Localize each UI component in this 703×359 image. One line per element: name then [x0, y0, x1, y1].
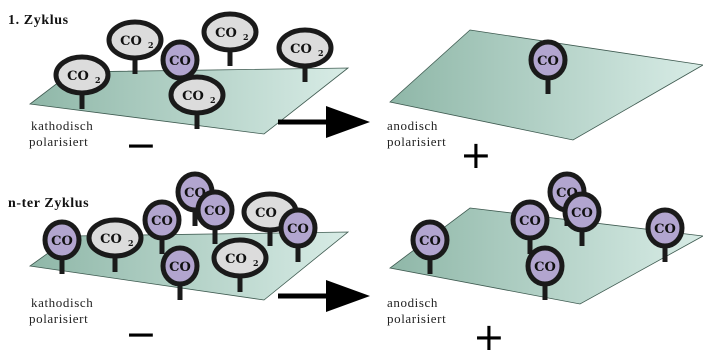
molecule-formula: CO — [287, 222, 309, 237]
right-arrow-icon — [278, 280, 370, 312]
co-molecule-icon: CO — [525, 245, 565, 300]
molecule-formula: CO — [100, 232, 122, 247]
co-molecule-icon: CO — [42, 219, 82, 274]
co2-molecule-icon: CO 2 — [106, 19, 164, 74]
co-molecule-icon: CO — [142, 199, 182, 254]
molecule-formula: CO — [225, 252, 247, 267]
co2-molecule-icon: CO 2 — [211, 237, 269, 292]
molecule-formula: CO — [204, 204, 226, 219]
molecule-subscript: 2 — [253, 258, 259, 268]
molecule-subscript: 2 — [148, 40, 154, 50]
polarization-label: anodisch — [387, 295, 439, 310]
minus-sign: − — [125, 312, 157, 356]
molecule-formula: CO — [51, 234, 73, 249]
molecule-formula: CO — [290, 42, 312, 57]
molecule-formula: CO — [534, 260, 556, 275]
co2-molecule-icon: CO 2 — [201, 11, 259, 66]
minus-sign: − — [125, 123, 157, 167]
co-molecule-icon: CO — [410, 219, 450, 274]
co-molecule-icon: CO — [278, 207, 318, 262]
co2-molecule-icon: CO 2 — [86, 217, 144, 272]
plus-sign: + — [473, 315, 505, 359]
polarization-label: anodisch — [387, 118, 439, 133]
molecule-formula: CO — [151, 214, 173, 229]
co-molecule-icon: CO — [562, 191, 602, 246]
co2-molecule-icon: CO 2 — [276, 27, 334, 82]
molecule-subscript: 2 — [95, 75, 101, 85]
polarization-label: polarisiert — [29, 134, 89, 149]
co2-molecule-icon: CO 2 — [168, 74, 226, 129]
polarization-label: kathodisch — [31, 295, 94, 310]
co-molecule-icon: CO — [160, 245, 200, 300]
molecule-subscript: 2 — [210, 95, 216, 105]
molecule-formula: CO — [537, 54, 559, 69]
molecule-formula: CO — [169, 54, 191, 69]
molecule-subscript: 2 — [318, 48, 324, 58]
co-molecule-icon: CO — [195, 189, 235, 244]
molecule-formula: CO — [215, 26, 237, 41]
row-title: n-ter Zyklus — [8, 196, 90, 211]
co-molecule-icon: CO — [528, 39, 568, 94]
molecule-formula: CO — [67, 69, 89, 84]
right-arrow-icon — [278, 106, 370, 138]
polarization-label: polarisiert — [387, 134, 447, 149]
co-molecule-icon: CO — [510, 199, 550, 254]
molecule-subscript: 2 — [128, 238, 134, 248]
molecule-formula: CO — [654, 222, 676, 237]
polarization-label: kathodisch — [31, 118, 94, 133]
polarization-label: polarisiert — [29, 311, 89, 326]
molecule-formula: CO — [419, 234, 441, 249]
molecule-formula: CO — [182, 89, 204, 104]
molecule-formula: CO — [255, 206, 277, 221]
molecule-formula: CO — [169, 260, 191, 275]
co2-molecule-icon: CO 2 — [53, 54, 111, 109]
molecule-formula: CO — [519, 214, 541, 229]
molecule-subscript: 2 — [243, 32, 249, 42]
molecule-formula: CO — [120, 34, 142, 49]
co-molecule-icon: CO — [645, 207, 685, 262]
row-title: 1. Zyklus — [8, 13, 69, 28]
plus-sign: + — [460, 133, 492, 177]
polarization-label: polarisiert — [387, 311, 447, 326]
molecule-formula: CO — [571, 206, 593, 221]
